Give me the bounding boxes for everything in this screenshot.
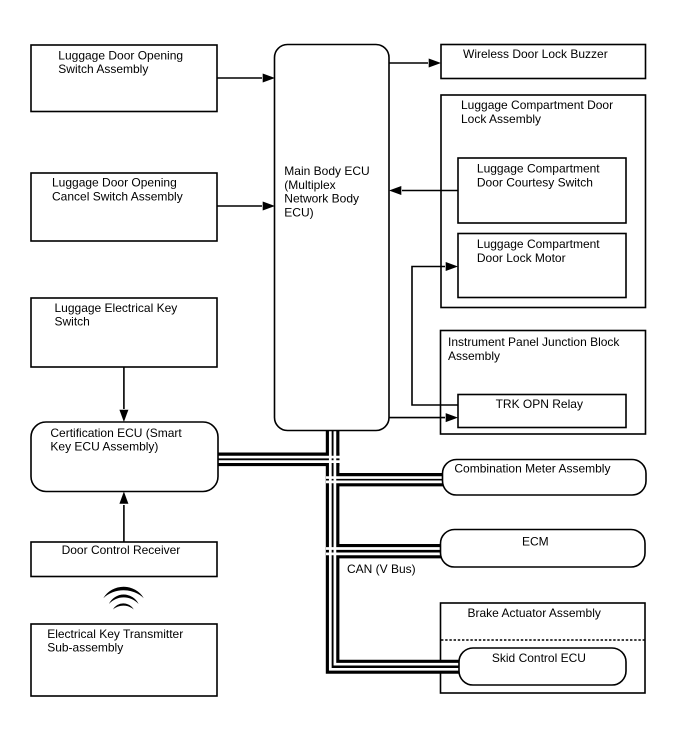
- svg-text:ECU): ECU): [284, 206, 313, 220]
- svg-text:Cancel Switch Assembly: Cancel Switch Assembly: [52, 189, 183, 203]
- svg-text:Luggage Electrical Key: Luggage Electrical Key: [55, 301, 178, 315]
- svg-text:ECM: ECM: [522, 535, 549, 549]
- svg-text:(Multiplex: (Multiplex: [284, 178, 335, 192]
- svg-text:CAN (V Bus): CAN (V Bus): [347, 562, 416, 576]
- svg-text:Main Body ECU: Main Body ECU: [284, 164, 369, 178]
- svg-text:Door Control Receiver: Door Control Receiver: [62, 543, 181, 557]
- svg-text:Door Courtesy Switch: Door Courtesy Switch: [477, 175, 593, 189]
- svg-text:Instrument Panel Junction Bloc: Instrument Panel Junction Block: [448, 335, 620, 349]
- svg-text:Certification ECU (Smart: Certification ECU (Smart: [50, 426, 182, 440]
- svg-text:Luggage Door Opening: Luggage Door Opening: [52, 176, 177, 190]
- svg-text:Skid Control ECU: Skid Control ECU: [492, 651, 586, 665]
- svg-text:Door Lock Motor: Door Lock Motor: [477, 251, 566, 265]
- svg-text:Luggage Door Opening: Luggage Door Opening: [58, 48, 183, 62]
- svg-text:TRK OPN Relay: TRK OPN Relay: [496, 397, 583, 411]
- svg-text:Key ECU Assembly): Key ECU Assembly): [50, 440, 158, 454]
- svg-text:Switch: Switch: [55, 315, 90, 329]
- svg-text:Lock Assembly: Lock Assembly: [461, 112, 541, 126]
- svg-text:Luggage Compartment Door: Luggage Compartment Door: [461, 98, 613, 112]
- svg-text:Switch Assembly: Switch Assembly: [58, 62, 148, 76]
- svg-text:Electrical Key Transmitter: Electrical Key Transmitter: [47, 627, 183, 641]
- svg-text:Sub-assembly: Sub-assembly: [47, 641, 123, 655]
- svg-text:Wireless Door Lock Buzzer: Wireless Door Lock Buzzer: [463, 47, 608, 61]
- svg-text:Luggage Compartment: Luggage Compartment: [477, 237, 600, 251]
- svg-text:Luggage Compartment: Luggage Compartment: [477, 162, 600, 176]
- svg-text:Combination Meter Assembly: Combination Meter Assembly: [454, 462, 610, 476]
- svg-text:Brake Actuator Assembly: Brake Actuator Assembly: [468, 606, 601, 620]
- svg-text:Network Body: Network Body: [284, 192, 359, 206]
- svg-text:Assembly: Assembly: [448, 349, 500, 363]
